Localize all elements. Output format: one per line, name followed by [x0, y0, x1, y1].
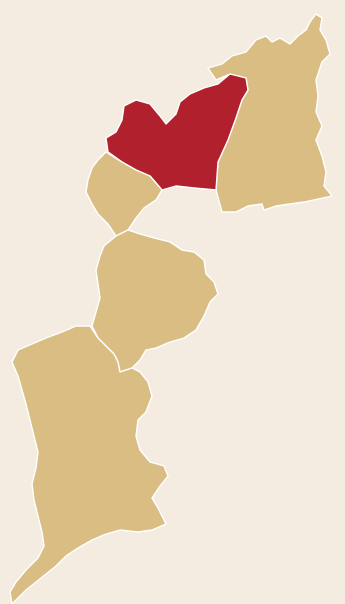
district-south[interactable]: [9, 325, 169, 604]
district-central[interactable]: [91, 229, 219, 373]
